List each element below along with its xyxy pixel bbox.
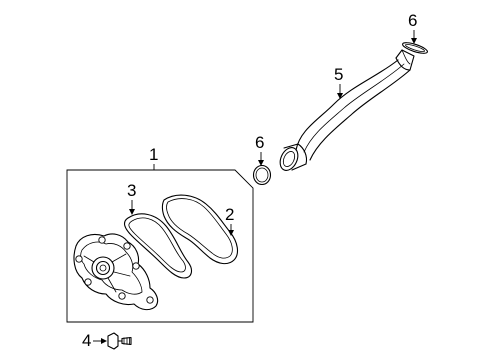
- callout-6-left-arrow: [258, 160, 264, 166]
- callout-6-top-label: 6: [408, 11, 417, 30]
- lower-o-ring: [252, 164, 272, 186]
- water-pump-kit-outline: [66, 169, 254, 323]
- callout-4-label: 4: [82, 331, 91, 350]
- upper-o-ring: [402, 42, 428, 54]
- callout-6-left-label: 6: [255, 133, 264, 152]
- coolant-tube: [279, 49, 415, 171]
- water-pump: [73, 233, 159, 311]
- callout-5-arrow: [337, 93, 343, 99]
- callout-6-top-arrow: [411, 38, 417, 44]
- callout-5-label: 5: [334, 65, 343, 84]
- gasket-outer: [161, 194, 239, 265]
- callout-2-label: 2: [225, 205, 234, 224]
- bolt: [107, 332, 132, 350]
- gasket-inner: [123, 213, 193, 279]
- callout-3-arrow: [129, 209, 135, 215]
- callout-4-arrow: [101, 338, 107, 344]
- callout-3-label: 3: [127, 181, 136, 200]
- callout-1-label: 1: [149, 145, 158, 164]
